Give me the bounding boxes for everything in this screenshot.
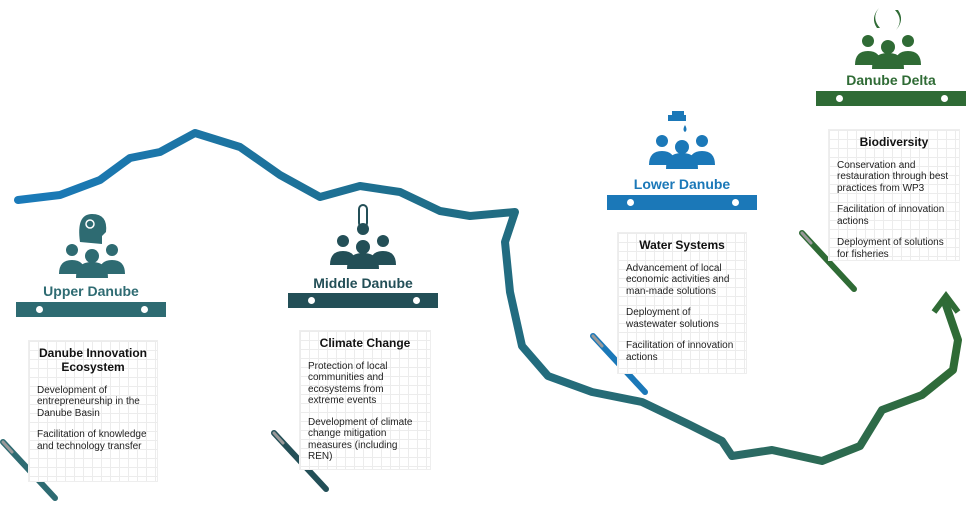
card-title: Biodiversity bbox=[859, 135, 929, 149]
region-label-upper-danube: Upper Danube bbox=[43, 283, 139, 299]
thermometer-icon bbox=[357, 204, 369, 235]
people-group-icon bbox=[855, 35, 921, 69]
card-item: Deployment of wastewater solutions bbox=[626, 307, 719, 330]
region-bar-upper-danube bbox=[16, 302, 166, 317]
card-item: Protection of local communities and ecos… bbox=[308, 360, 388, 407]
card-item: Development of climate change mitigation… bbox=[308, 416, 413, 463]
card-item: Development of entrepreneurship in the D… bbox=[37, 384, 140, 419]
card-climate-change: Climate Change Protection of local commu… bbox=[299, 330, 431, 470]
people-group-icon bbox=[649, 135, 715, 169]
lightbulb-head-icon bbox=[79, 214, 107, 244]
people-group-icon bbox=[330, 235, 396, 269]
water-tap-icon bbox=[668, 111, 687, 132]
card-danube-innovation-ecosystem: Danube Innovation Ecosystem Development … bbox=[28, 340, 158, 482]
people-group-icon bbox=[59, 244, 125, 278]
card-item: Facilitation of innovation actions bbox=[626, 340, 734, 363]
card-title: Climate Change bbox=[319, 336, 411, 350]
region-label-lower-danube: Lower Danube bbox=[633, 176, 731, 192]
card-title: Danube Innovation Ecosystem bbox=[39, 346, 147, 374]
card-item: Facilitation of knowledge and technology… bbox=[37, 429, 147, 452]
card-water-systems: Water Systems Advancement of local econo… bbox=[617, 232, 747, 374]
card-item: Conservation and restauration through be… bbox=[837, 159, 949, 194]
river-arrow-head bbox=[931, 291, 961, 314]
card-item: Advancement of local economic activities… bbox=[626, 262, 730, 297]
region-bar-lower-danube bbox=[607, 195, 757, 210]
card-item: Facilitation of innovation actions bbox=[837, 204, 945, 227]
card-title: Water Systems bbox=[639, 238, 725, 252]
pencil-icon bbox=[0, 230, 857, 501]
card-item: Deployment of solutions for fisheries bbox=[837, 237, 944, 260]
danube-river bbox=[14, 129, 962, 465]
region-label-danube-delta: Danube Delta bbox=[846, 72, 936, 88]
region-label-middle-danube: Middle Danube bbox=[313, 275, 413, 291]
region-bar-danube-delta bbox=[816, 91, 966, 106]
fish-cycle-icon bbox=[873, 8, 902, 30]
card-biodiversity: Biodiversity Conservation and restaurati… bbox=[828, 129, 960, 261]
region-bar-middle-danube bbox=[288, 293, 438, 308]
